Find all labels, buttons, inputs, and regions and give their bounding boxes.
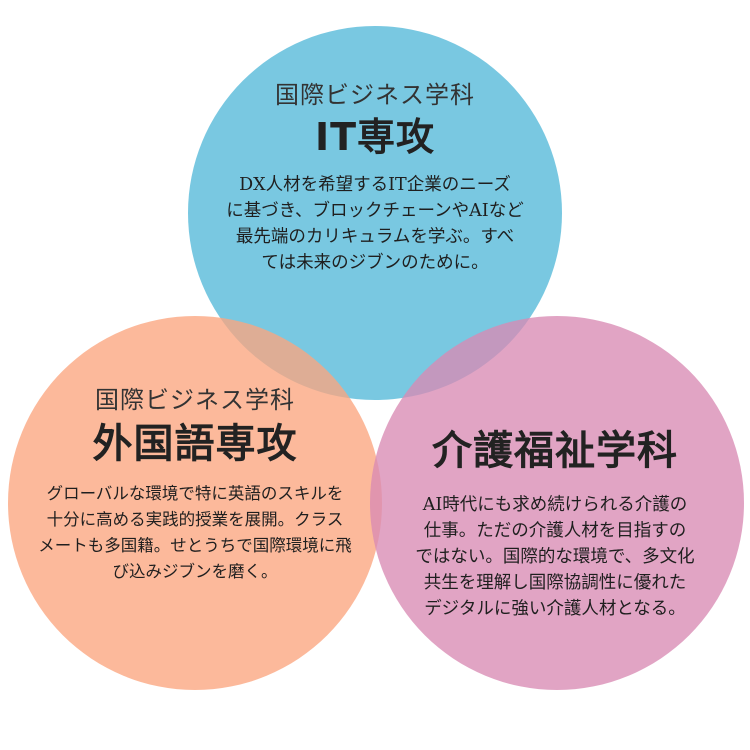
welfare-description-line: デジタルに強い介護人材となる。	[424, 599, 686, 619]
welfare-text-block: 介護福祉学科 AI時代にも求め続けられる介護の 仕事。ただの介護人材を目指すの …	[370, 428, 740, 622]
it-subtitle: 国際ビジネス学科	[275, 81, 475, 109]
welfare-description-line: 仕事。ただの介護人材を目指すの	[423, 521, 687, 541]
it-description-line: に基づき、ブロックチェーンやAIなど	[226, 201, 524, 221]
it-circle	[188, 26, 562, 400]
language-description: グローバルな環境で特に英語のスキルを 十分に高める実践的授業を展開。クラス メー…	[10, 481, 380, 585]
it-description: DX人材を希望するIT企業のニーズ に基づき、ブロックチェーンやAIなど 最先端…	[195, 172, 555, 276]
language-description-line: グローバルな環境で特に英語のスキルを	[46, 484, 344, 503]
language-description-line: び込みジブンを磨く。	[112, 562, 278, 581]
language-subtitle: 国際ビジネス学科	[95, 386, 295, 414]
it-description-line: DX人材を希望するIT企業のニーズ	[239, 175, 511, 195]
welfare-circle	[370, 316, 744, 690]
language-description-line: 十分に高める実践的授業を展開。クラス	[46, 510, 344, 529]
welfare-description: AI時代にも求め続けられる介護の 仕事。ただの介護人材を目指すの ではない。国際…	[370, 492, 740, 622]
it-text-block: 国際ビジネス学科 IT専攻 DX人材を希望するIT企業のニーズ に基づき、ブロッ…	[195, 80, 555, 276]
language-circle	[8, 316, 382, 690]
it-description-line: 最先端のカリキュラムを学ぶ。すべ	[235, 227, 515, 247]
it-description-line: ては未来のジブンのために。	[261, 253, 489, 273]
welfare-description-line: AI時代にも求め続けられる介護の	[422, 495, 688, 515]
welfare-title: 介護福祉学科	[432, 428, 678, 474]
it-title: IT専攻	[314, 115, 436, 159]
welfare-description-line: 共生を理解し国際協調性に優れた	[423, 573, 687, 593]
language-description-line: メートも多国籍。せとうちで国際環境に飛	[38, 536, 352, 555]
language-title: 外国語専攻	[92, 421, 298, 467]
welfare-description-line: ではない。国際的な環境で、多文化	[415, 547, 695, 567]
language-text-block: 国際ビジネス学科 外国語専攻 グローバルな環境で特に英語のスキルを 十分に高める…	[10, 385, 380, 585]
